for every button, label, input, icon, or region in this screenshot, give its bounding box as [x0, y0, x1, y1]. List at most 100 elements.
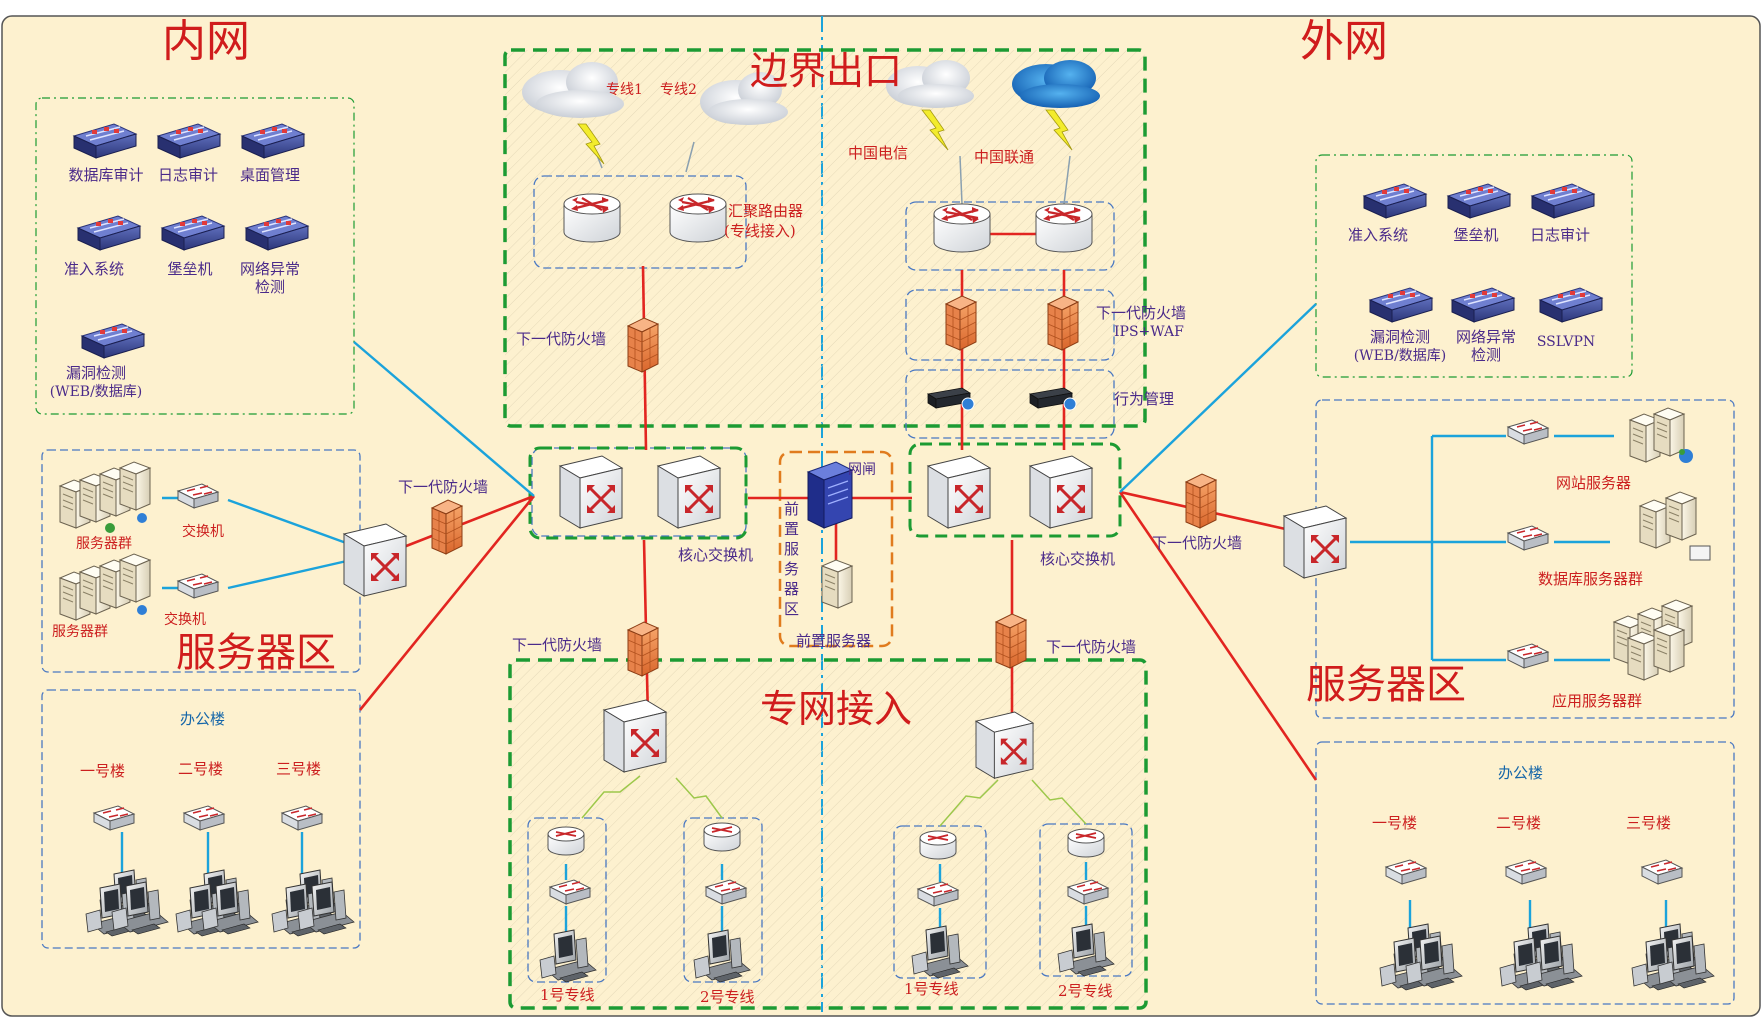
- db-server-icon: [1639, 491, 1711, 561]
- firewall-label: 下一代防火墙: [1096, 304, 1186, 322]
- front-server-label: 前置服务器: [796, 632, 871, 650]
- zone-title-private: 专网接入: [760, 687, 912, 731]
- front-server-zone: [778, 450, 894, 648]
- core-switch-icon: [558, 454, 624, 530]
- firewall-label: 下一代防火墙: [516, 330, 606, 348]
- firewall-label: 下一代防火墙: [512, 636, 602, 654]
- switch-icon: [1282, 504, 1348, 580]
- cloud-icon: [886, 60, 974, 108]
- core-switch-icon: [656, 454, 722, 530]
- front-zone-label: 前: [784, 500, 799, 518]
- app-server-label: 应用服务器群: [1552, 692, 1642, 710]
- gatekeeper-icon: [806, 461, 854, 529]
- agg-router-label: 汇聚路由器: [728, 202, 803, 220]
- router-icon: [562, 192, 622, 244]
- cloud-icon: [1012, 60, 1100, 108]
- building-label: 三号楼: [1626, 814, 1671, 832]
- firewall-icon: [945, 295, 977, 351]
- office-label: 办公楼: [1498, 764, 1543, 782]
- router-icon: [668, 192, 728, 244]
- diagram-background: [1, 15, 1761, 1017]
- firewall-icon: [627, 621, 659, 677]
- firewall-label: 下一代防火墙: [398, 478, 488, 496]
- security-label: 堡垒机: [1453, 226, 1498, 244]
- switch-icon: [602, 698, 668, 774]
- building-label: 一号楼: [80, 762, 125, 780]
- private-line-label: 1号专线: [904, 980, 959, 998]
- switch-icon: [974, 710, 1035, 780]
- core-switch-label: 核心交换机: [678, 546, 753, 564]
- security-label: 网络异常: [240, 260, 300, 278]
- router-icon: [703, 822, 741, 852]
- core-switch-icon: [1028, 454, 1094, 530]
- zone-title-inner: 内网: [162, 16, 250, 67]
- blue-links: [120, 303, 1668, 932]
- server-group-icon: [59, 461, 151, 533]
- security-label: 检测: [255, 278, 285, 296]
- private-line-label: 2号专线: [1058, 982, 1113, 1000]
- web-server-icon: [1629, 407, 1693, 463]
- front-zone-label: 区: [784, 600, 799, 618]
- line1-label: 专线1: [606, 82, 643, 98]
- building-label: 三号楼: [276, 760, 321, 778]
- security-label: (WEB/数据库): [50, 384, 143, 400]
- zone-title-server-left: 服务器区: [176, 630, 336, 676]
- private-line-label: 2号专线: [700, 988, 755, 1006]
- firewall-label: 下一代防火墙: [1046, 638, 1136, 656]
- right-security-group: [1315, 154, 1633, 378]
- router-icon: [1067, 828, 1105, 858]
- security-label: 网络异常: [1456, 328, 1516, 346]
- office-label: 办公楼: [180, 710, 225, 728]
- front-zone-label: 置: [784, 520, 799, 538]
- security-label: 日志审计: [1530, 226, 1590, 244]
- security-label: 检测: [1471, 346, 1501, 364]
- front-zone-label: 服: [784, 540, 799, 558]
- security-label: 桌面管理: [240, 166, 300, 184]
- red-links: [358, 232, 1318, 781]
- router-icon: [919, 830, 957, 860]
- firewall-icon: [995, 613, 1027, 669]
- security-label: 准入系统: [1348, 226, 1408, 244]
- ips-waf-label: IPS+WAF: [1114, 324, 1184, 340]
- firewall-icon: [431, 499, 463, 555]
- front-zone-label: 务: [784, 560, 799, 578]
- unicom-label: 中国联通: [974, 148, 1034, 166]
- firewall-icon: [1047, 295, 1079, 351]
- telecom-label: 中国电信: [848, 144, 908, 162]
- zone-title-server-right: 服务器区: [1306, 662, 1466, 708]
- security-label: 堡垒机: [167, 260, 212, 278]
- private-line-label: 1号专线: [540, 986, 595, 1004]
- core-switch-icon: [926, 454, 992, 530]
- server-group-icon: [59, 553, 151, 621]
- router-icon: [547, 826, 585, 856]
- zone-title-border: 边界出口: [750, 49, 902, 93]
- firewall-icon: [627, 317, 659, 373]
- security-label: 漏洞检测: [66, 364, 126, 382]
- security-label: 日志审计: [158, 166, 218, 184]
- wireless-links: [581, 775, 1087, 827]
- db-server-label: 数据库服务器群: [1538, 570, 1643, 588]
- border-exit-zone: [503, 48, 1147, 428]
- web-server-label: 网站服务器: [1556, 474, 1631, 492]
- gatekeeper-label: 网闸: [848, 462, 876, 478]
- server-group-label: 服务器群: [76, 536, 132, 552]
- switch-icon: [342, 522, 408, 598]
- zone-title-outer: 外网: [1300, 16, 1388, 67]
- security-label: SSLVPN: [1537, 334, 1595, 350]
- front-zone-label: 器: [784, 580, 799, 598]
- firewall-label: 下一代防火墙: [1152, 534, 1242, 552]
- building-label: 二号楼: [178, 760, 223, 778]
- switch-label: 交换机: [164, 611, 206, 628]
- router-icon: [1034, 202, 1094, 254]
- security-label: (WEB/数据库): [1354, 348, 1447, 364]
- security-label: 准入系统: [64, 260, 124, 278]
- security-label: 数据库审计: [68, 166, 143, 184]
- security-label: 漏洞检测: [1370, 328, 1430, 346]
- cloud-icon: [700, 72, 788, 125]
- firewall-icon: [1185, 473, 1217, 529]
- building-label: 二号楼: [1496, 814, 1541, 832]
- cloud-icon: [522, 62, 624, 118]
- behavior-label: 行为管理: [1114, 390, 1174, 408]
